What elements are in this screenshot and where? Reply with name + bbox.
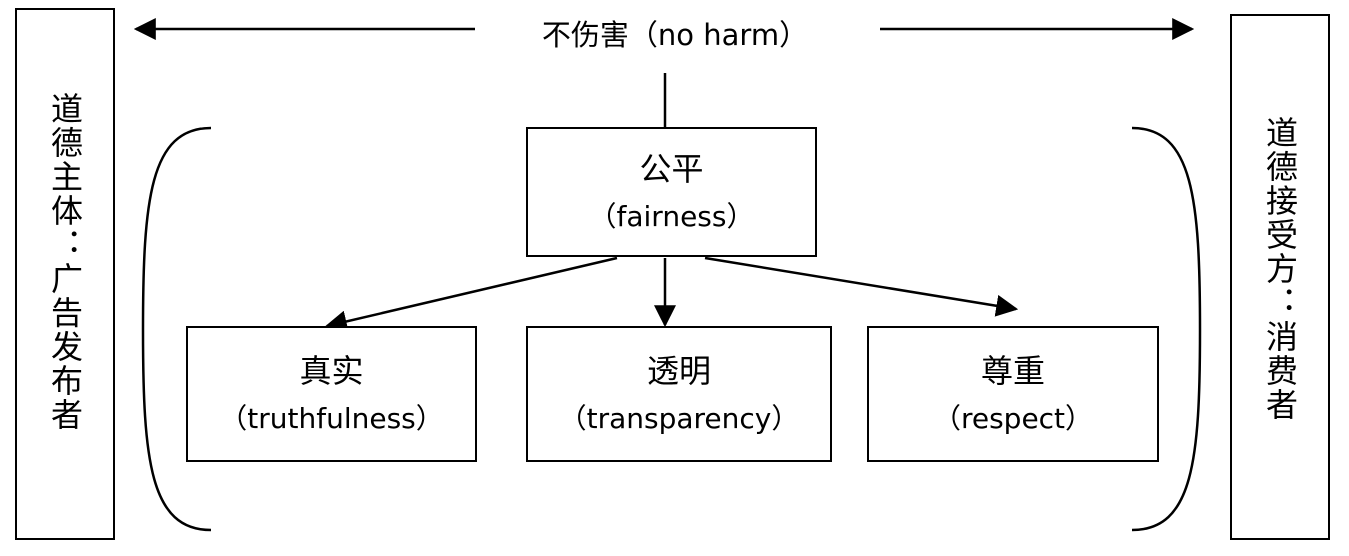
moral-recipient-text: 道德接受方：消费者 [1261, 116, 1299, 422]
arrow-fairness-to-truthfulness [324, 256, 618, 333]
truthfulness-en: （truthfulness） [219, 401, 444, 435]
transparency-zh: 透明 [646, 351, 711, 390]
respect-zh: 尊重 [980, 351, 1045, 390]
arrow-fairness-to-respect [704, 256, 1019, 317]
moral-recipient-panel: 道德接受方：消费者 [1230, 14, 1330, 540]
truthfulness-box: 真实 （truthfulness） [186, 326, 477, 462]
fairness-en: （fairness） [588, 199, 755, 233]
left-bracket [141, 126, 212, 532]
respect-box: 尊重 （respect） [867, 326, 1159, 462]
right-bracket [1131, 126, 1202, 532]
transparency-en: （transparency） [558, 401, 800, 435]
moral-agent-panel: 道德主体：广告发布者 [15, 8, 115, 540]
fairness-box: 公平 （fairness） [526, 127, 817, 257]
respect-en: （respect） [932, 401, 1094, 435]
fairness-zh: 公平 [639, 149, 704, 188]
transparency-box: 透明 （transparency） [526, 326, 832, 462]
no-harm-label: 不伤害（no harm） [541, 18, 809, 52]
moral-agent-text: 道德主体：广告发布者 [46, 92, 84, 432]
truthfulness-zh: 真实 [299, 351, 364, 390]
